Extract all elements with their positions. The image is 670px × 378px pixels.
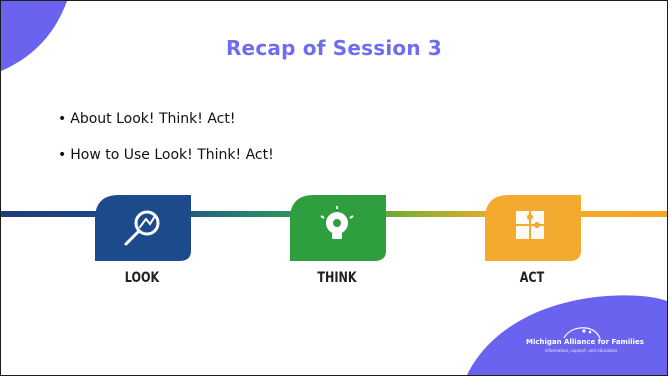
logo-tagline: information, support, and education	[544, 348, 618, 353]
bullet-list: About Look! Think! Act! How to Use Look!…	[58, 109, 274, 181]
michigan-alliance-logo: Michigan Alliance for Families informati…	[526, 326, 644, 356]
puzzle-icon	[516, 211, 544, 239]
bullet-item: How to Use Look! Think! Act!	[58, 145, 273, 165]
step-label-think: THINK	[317, 270, 357, 286]
step-label-look: LOOK	[124, 270, 160, 286]
step-look-shape	[95, 195, 191, 261]
bullet-item: About Look! Think! Act!	[58, 109, 274, 129]
lightbulb-gear-icon	[320, 206, 354, 239]
step-label-act: ACT	[519, 270, 545, 286]
logo-swoosh-icon	[563, 327, 601, 339]
logo-name: Michigan Alliance for Families	[526, 338, 644, 346]
step-think-shape	[290, 195, 386, 261]
corner-decoration-bottom-right	[467, 295, 667, 375]
corner-decoration-top-left	[1, 1, 67, 71]
slide-title: Recap of Session 3	[225, 36, 443, 60]
magnifier-chart-icon	[124, 210, 160, 246]
step-act-shape	[485, 195, 581, 261]
